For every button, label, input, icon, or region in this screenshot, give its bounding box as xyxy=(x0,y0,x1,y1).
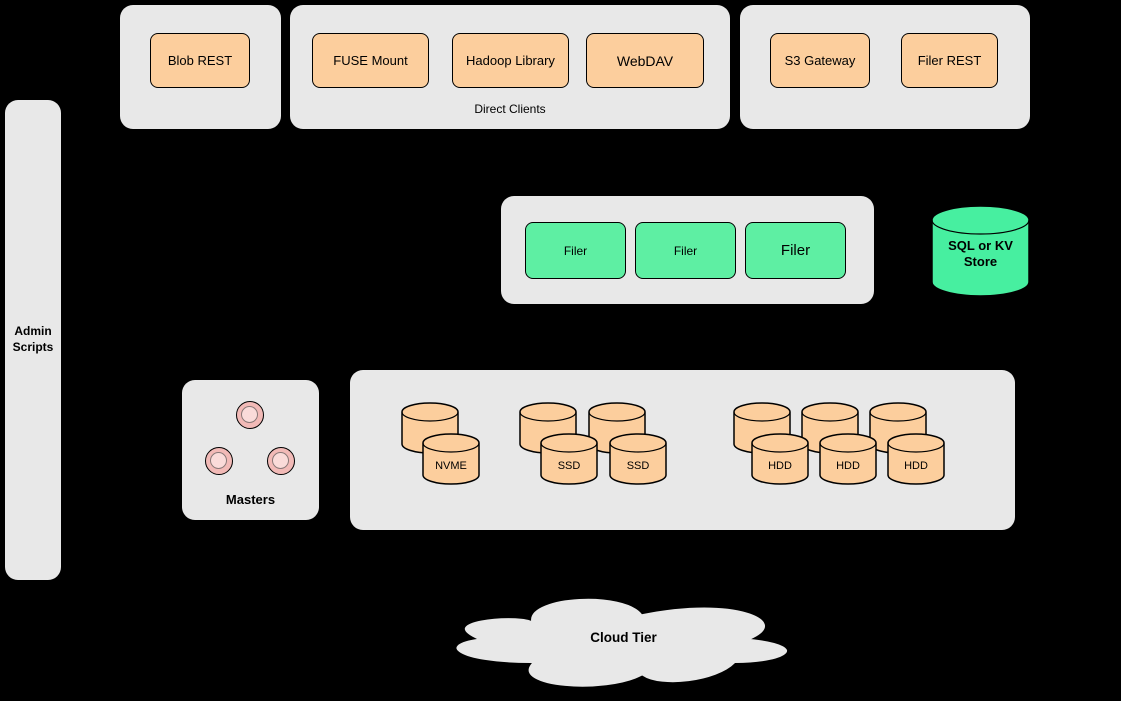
node-fuse-mount-label: FUSE Mount xyxy=(333,53,408,68)
nvme-disk-label: NVME xyxy=(435,460,467,472)
node-filer-1-label: Filer xyxy=(563,243,588,258)
node-sql-kv-store: SQL or KV Store xyxy=(931,205,1030,297)
node-filer-rest-label: Filer REST xyxy=(917,53,982,68)
ssd-disk-icon: SSD xyxy=(540,433,598,485)
master-node-inner-icon xyxy=(240,405,258,423)
hdd-disk-icon: HDD xyxy=(887,433,945,485)
ssd-disk-label: SSD xyxy=(557,460,581,472)
node-cloud-tier: Cloud Tier xyxy=(437,588,810,697)
panel-blob-client: Blob REST xyxy=(120,5,281,129)
hdd-disk-label: HDD xyxy=(768,460,792,472)
hdd-disk-icon: HDD xyxy=(819,433,877,485)
sql-kv-store-label: SQL or KV Store xyxy=(948,238,1013,269)
panel-gateways: S3 Gateway Filer REST xyxy=(740,5,1030,129)
node-hadoop-library: Hadoop Library xyxy=(452,33,569,88)
master-node-icon xyxy=(236,401,264,429)
master-node-inner-icon xyxy=(209,451,227,469)
hdd-disk-label: HDD xyxy=(836,460,860,472)
node-webdav: WebDAV xyxy=(586,33,704,88)
node-fuse-mount: FUSE Mount xyxy=(312,33,429,88)
node-blob-rest: Blob REST xyxy=(150,33,250,88)
master-node-icon xyxy=(205,447,233,475)
hdd-disk-icon: HDD xyxy=(751,433,809,485)
node-blob-rest-label: Blob REST xyxy=(167,53,233,68)
panel-admin-scripts: Admin Scripts xyxy=(5,100,61,580)
node-filer-2-label: Filer xyxy=(673,243,698,258)
database-cylinder-icon xyxy=(931,205,1030,297)
cloud-tier-label: Cloud Tier xyxy=(590,630,657,645)
panel-filer-cluster: Filer Filer Filer xyxy=(501,196,874,304)
nvme-disk-icon: NVME xyxy=(422,433,480,485)
masters-caption: Masters xyxy=(225,492,276,507)
node-filer-3: Filer xyxy=(745,222,846,279)
master-node-inner-icon xyxy=(271,451,289,469)
node-s3-gateway-label: S3 Gateway xyxy=(784,53,856,68)
direct-clients-caption: Direct Clients xyxy=(474,102,546,116)
panel-volume-servers: NVME SSD SSD HDD HDD HDD xyxy=(350,370,1015,530)
ssd-disk-label: SSD xyxy=(626,460,650,472)
cloud-icon xyxy=(455,597,789,689)
hdd-disk-label: HDD xyxy=(904,460,928,472)
ssd-disk-icon: SSD xyxy=(609,433,667,485)
admin-scripts-label: Admin Scripts xyxy=(12,324,54,354)
node-hadoop-library-label: Hadoop Library xyxy=(466,53,555,68)
master-node-icon xyxy=(267,447,295,475)
node-s3-gateway: S3 Gateway xyxy=(770,33,870,88)
node-filer-3-label: Filer xyxy=(780,242,811,259)
node-filer-rest: Filer REST xyxy=(901,33,998,88)
node-filer-1: Filer xyxy=(525,222,626,279)
node-webdav-label: WebDAV xyxy=(616,52,674,69)
panel-masters: Masters xyxy=(182,380,319,520)
node-filer-2: Filer xyxy=(635,222,736,279)
panel-direct-clients: FUSE Mount Hadoop Library WebDAV Direct … xyxy=(290,5,730,129)
